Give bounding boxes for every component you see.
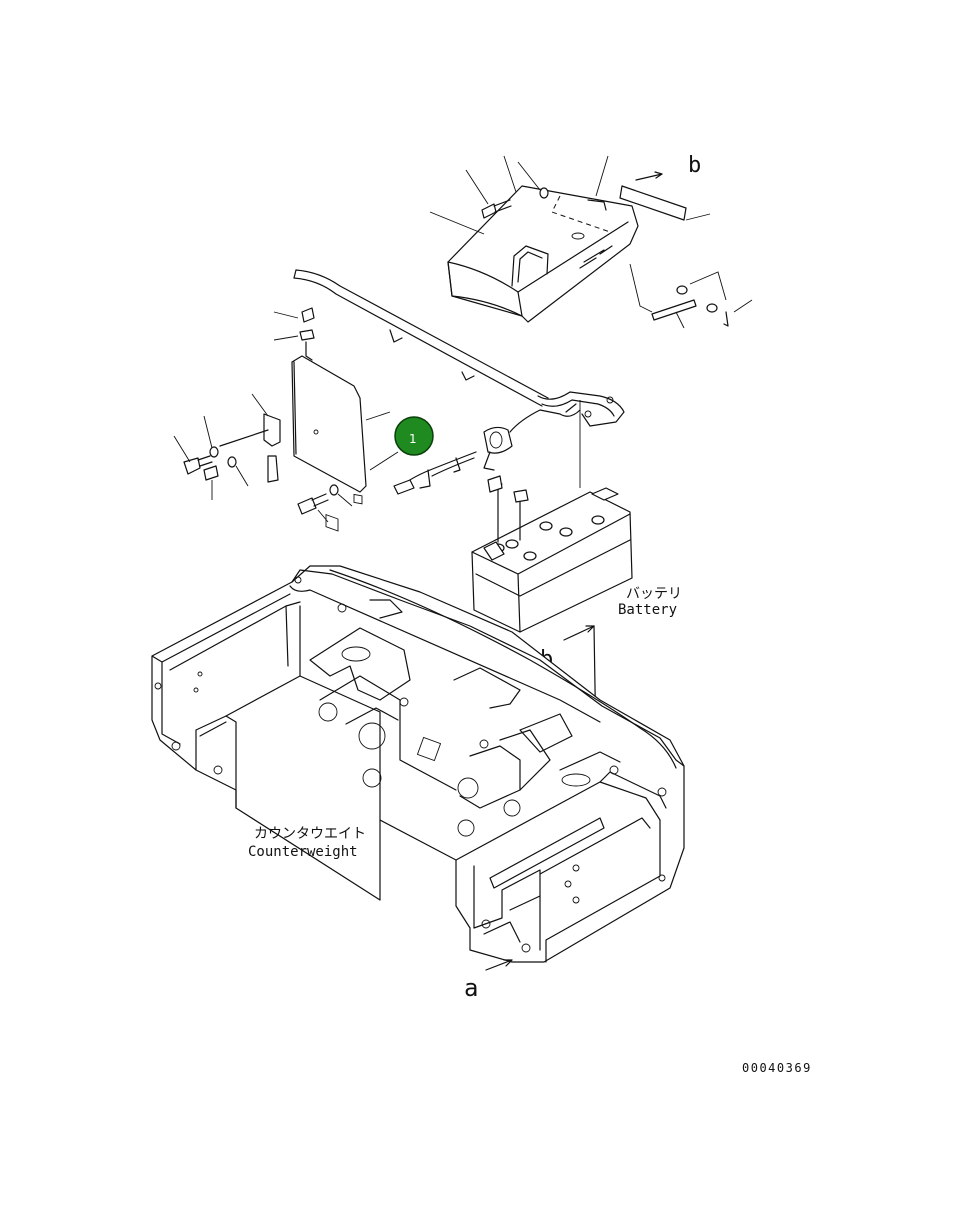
counterweight: カウンタウエイト Counterweight <box>151 565 685 963</box>
mounting-plate <box>291 355 399 532</box>
callout-1-marker[interactable]: 1 <box>394 416 434 456</box>
arrow-a: a <box>464 959 513 1002</box>
counterweight-label-en: Counterweight <box>248 844 358 860</box>
callout-1-circle <box>394 416 434 456</box>
drawing-number: 00040369 <box>742 1061 812 1075</box>
view-b-top-label: b <box>688 153 701 178</box>
plate-b-top: b <box>619 153 711 221</box>
battery: バッテリ Battery <box>471 400 682 633</box>
plate-fasteners <box>173 307 353 523</box>
battery-cover <box>447 185 639 323</box>
counterweight-label-jp: カウンタウエイト <box>254 826 366 842</box>
battery-bar <box>293 269 549 407</box>
cover-bolt <box>429 155 609 235</box>
battery-label-en: Battery <box>618 602 677 618</box>
battery-label-jp: バッテリ <box>626 586 682 602</box>
wire-harness <box>393 391 625 495</box>
callout-1-number: 1 <box>409 432 417 446</box>
view-a-label: a <box>464 974 478 1002</box>
rod-assembly <box>629 263 753 329</box>
